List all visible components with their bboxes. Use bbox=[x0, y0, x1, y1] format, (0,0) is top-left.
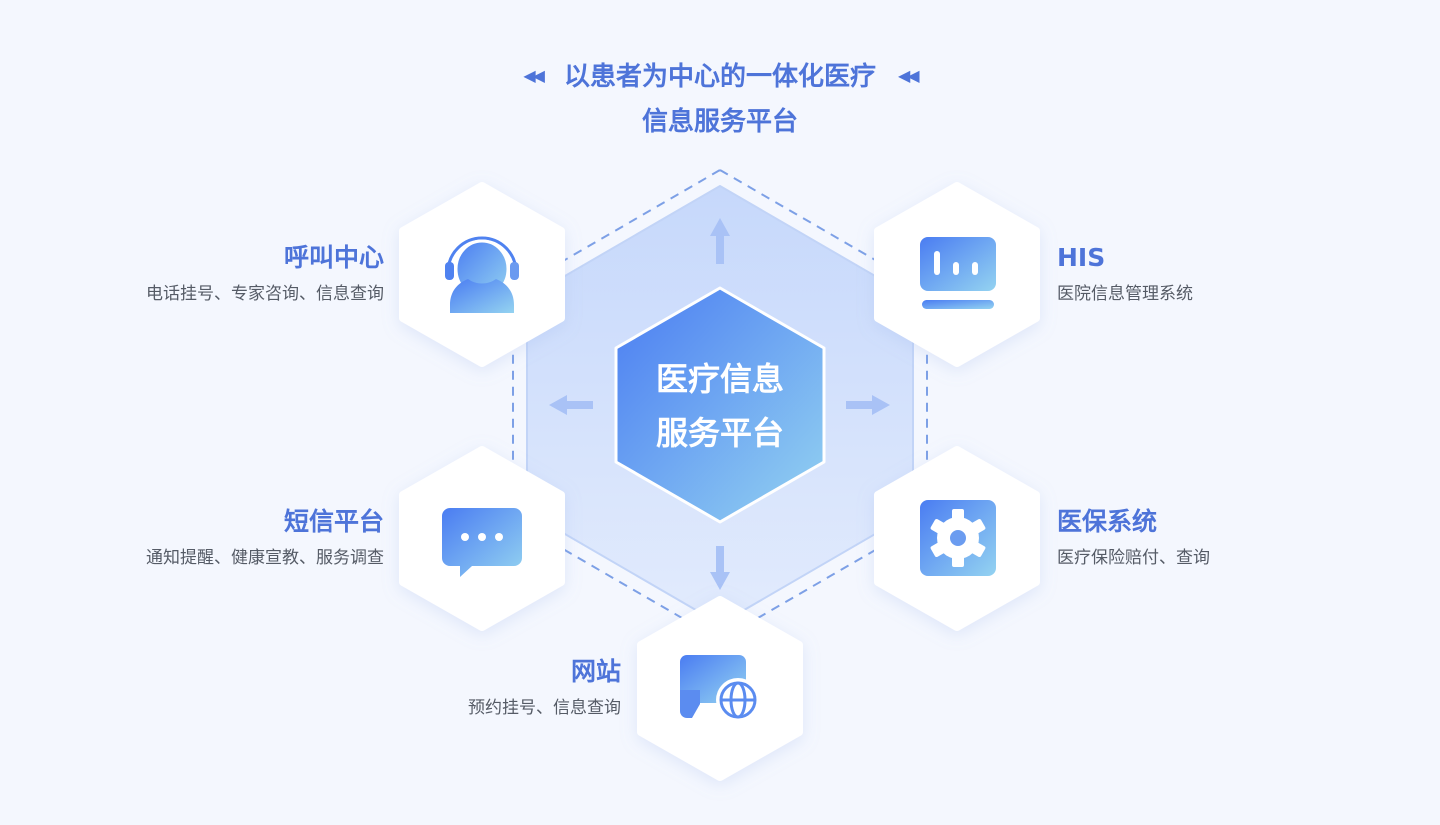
globe-monitor-icon bbox=[680, 655, 760, 722]
node-desc: 预约挂号、信息查询 bbox=[468, 698, 621, 718]
node-desc: 电话挂号、专家咨询、信息查询 bbox=[146, 284, 384, 304]
arrow-right-icon bbox=[846, 395, 890, 415]
title-line-1: 以患者为中心的一体化医疗 bbox=[563, 62, 876, 92]
node-desc: 医院信息管理系统 bbox=[1057, 284, 1193, 304]
node-desc: 通知提醒、健康宣教、服务调查 bbox=[146, 548, 384, 568]
arrow-up-icon bbox=[710, 218, 730, 264]
center-label: 医疗信息 服务平台 bbox=[615, 352, 825, 460]
node-his: HIS 医院信息管理系统 bbox=[1057, 241, 1193, 307]
node-name: 网站 bbox=[570, 657, 621, 686]
center-hex bbox=[614, 286, 826, 524]
arrows bbox=[549, 218, 890, 590]
double-triangle-right-icon: ◀◀ bbox=[898, 66, 920, 85]
node-call-center: 呼叫中心 电话挂号、专家咨询、信息查询 bbox=[146, 241, 384, 307]
node-name: HIS bbox=[1057, 243, 1106, 272]
node-sms: 短信平台 通知提醒、健康宣教、服务调查 bbox=[146, 505, 384, 571]
gear-icon bbox=[920, 500, 996, 576]
headset-agent-icon bbox=[445, 236, 519, 313]
center-label-line-2: 服务平台 bbox=[655, 414, 784, 452]
node-desc: 医疗保险赔付、查询 bbox=[1057, 548, 1210, 568]
node-name: 短信平台 bbox=[283, 507, 384, 536]
node-name: 呼叫中心 bbox=[283, 243, 384, 272]
double-triangle-left-icon: ◀◀ bbox=[523, 66, 545, 85]
monitor-chart-icon bbox=[920, 237, 996, 309]
arrow-left-icon bbox=[549, 395, 593, 415]
node-website: 网站 预约挂号、信息查询 bbox=[468, 655, 621, 721]
node-insurance: 医保系统 医疗保险赔付、查询 bbox=[1057, 505, 1210, 571]
node-name: 医保系统 bbox=[1057, 507, 1158, 536]
center-label-line-1: 医疗信息 bbox=[655, 360, 784, 398]
page-title: ◀◀ 以患者为中心的一体化医疗 ◀◀ bbox=[0, 56, 1440, 93]
arrow-down-icon bbox=[710, 546, 730, 590]
chat-bubble-icon bbox=[442, 508, 522, 577]
title-line-2: 信息服务平台 bbox=[641, 107, 798, 137]
